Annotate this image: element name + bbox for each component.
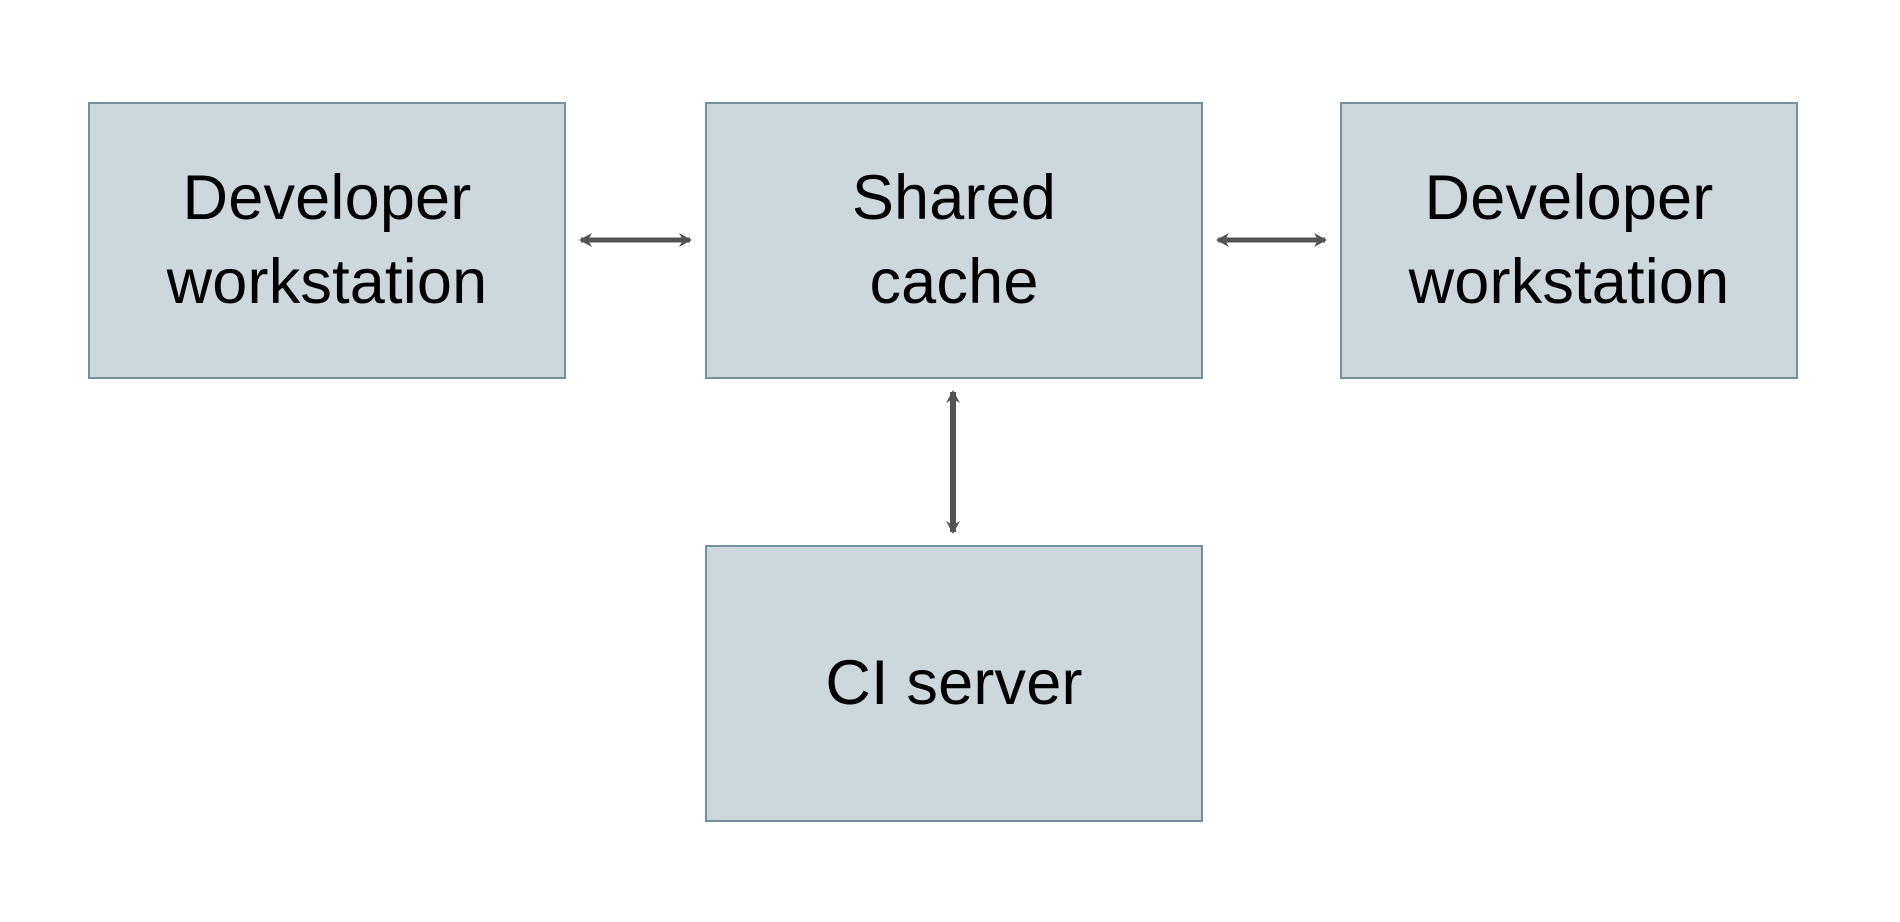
node-label-line-2: workstation xyxy=(166,246,488,317)
node-label-line-1: Developer xyxy=(182,162,472,233)
node-label-line-2: cache xyxy=(869,246,1039,317)
node-label-line-2: workstation xyxy=(1408,246,1730,317)
node-developer-workstation-left[interactable]: Developer workstation xyxy=(88,102,566,379)
node-label-line-1: Shared xyxy=(851,162,1057,233)
node-label-line-1: Developer xyxy=(1424,162,1714,233)
node-label-line-1: CI server xyxy=(825,647,1083,718)
node-shared-cache[interactable]: Shared cache xyxy=(705,102,1203,379)
node-developer-workstation-right[interactable]: Developer workstation xyxy=(1340,102,1798,379)
node-ci-server[interactable]: CI server xyxy=(705,545,1203,822)
